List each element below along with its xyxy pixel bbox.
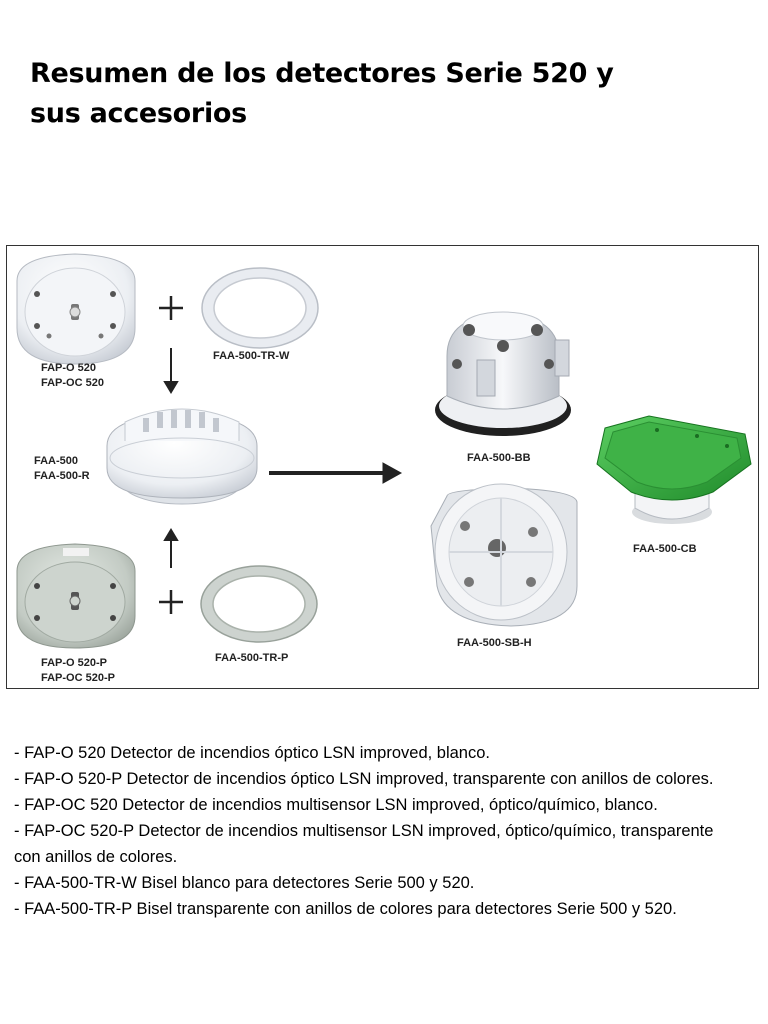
description-item: - FAA-500-TR-W Bisel blanco para detecto… bbox=[14, 874, 475, 892]
description-item: - FAP-O 520-P Detector de incendios ópti… bbox=[14, 770, 714, 788]
label-faa-500-r: FAA-500-R bbox=[34, 470, 90, 482]
faa-500-base-image bbox=[106, 408, 258, 505]
label-fap-oc-520-p: FAP-OC 520-P bbox=[41, 672, 115, 684]
label-fap-o-520-p: FAP-O 520-P bbox=[41, 657, 107, 669]
fap-o-520-detector-image bbox=[16, 253, 136, 365]
label-faa-500-tr-w: FAA-500-TR-W bbox=[213, 350, 290, 362]
description-item: - FAP-OC 520-P Detector de incendios mul… bbox=[14, 822, 714, 866]
fap-o-520-p-detector-image bbox=[16, 543, 136, 649]
product-overview-figure: FAP-O 520 FAP-OC 520 FAA-500-TR-W FAA-50… bbox=[6, 245, 759, 689]
arrow-right-icon bbox=[269, 462, 403, 484]
plus-sign-top bbox=[159, 296, 183, 320]
arrow-down-icon bbox=[163, 348, 179, 394]
title-line-1: Resumen de los detectores Serie 520 y bbox=[30, 58, 614, 89]
faa-500-tr-w-ring-image bbox=[201, 267, 319, 349]
description-item: - FAP-O 520 Detector de incendios óptico… bbox=[14, 744, 490, 762]
label-fap-oc-520: FAP-OC 520 bbox=[41, 377, 104, 389]
label-faa-500: FAA-500 bbox=[34, 455, 78, 467]
product-description-list: - FAP-O 520 Detector de incendios óptico… bbox=[14, 740, 744, 922]
faa-500-cb-box-image bbox=[596, 415, 752, 524]
label-faa-500-bb: FAA-500-BB bbox=[467, 452, 531, 464]
description-item: - FAA-500-TR-P Bisel transparente con an… bbox=[14, 900, 677, 918]
title-line-2: sus accesorios bbox=[30, 98, 247, 129]
description-item: - FAP-OC 520 Detector de incendios multi… bbox=[14, 796, 658, 814]
label-fap-o-520: FAP-O 520 bbox=[41, 362, 96, 374]
label-faa-500-cb: FAA-500-CB bbox=[633, 543, 697, 555]
label-faa-500-sb-h: FAA-500-SB-H bbox=[457, 637, 532, 649]
page-title: Resumen de los detectores Serie 520 y su… bbox=[30, 54, 730, 134]
faa-500-sb-h-box-image bbox=[430, 483, 578, 627]
label-faa-500-tr-p: FAA-500-TR-P bbox=[215, 652, 288, 664]
arrow-up-icon bbox=[163, 528, 179, 568]
faa-500-tr-p-ring-image bbox=[200, 565, 318, 643]
product-diagram: FAP-O 520 FAP-OC 520 FAA-500-TR-W FAA-50… bbox=[16, 253, 752, 684]
plus-sign-bottom bbox=[159, 590, 183, 614]
faa-500-bb-box-image bbox=[435, 311, 571, 436]
